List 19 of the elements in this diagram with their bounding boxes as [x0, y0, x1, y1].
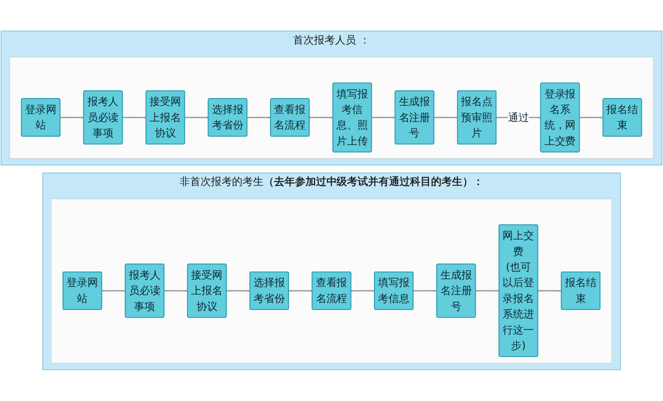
arrow: [122, 116, 146, 119]
cluster: [9, 56, 654, 160]
arrow: [60, 116, 84, 119]
arrow: [247, 116, 271, 119]
cluster: [50, 198, 612, 364]
arrow: [434, 116, 458, 119]
arrow: [102, 290, 126, 292]
edge-label: 通过: [508, 112, 529, 124]
arrow: [579, 116, 604, 119]
arrow: [226, 290, 250, 292]
arrow: [164, 290, 188, 292]
arrow: [372, 116, 396, 119]
arrow: [476, 290, 500, 292]
arrow: [309, 116, 334, 119]
arrow: [288, 290, 312, 292]
arrow: [413, 290, 437, 292]
arrow: [184, 116, 208, 119]
arrow: [538, 290, 562, 292]
arrow: [351, 290, 375, 292]
